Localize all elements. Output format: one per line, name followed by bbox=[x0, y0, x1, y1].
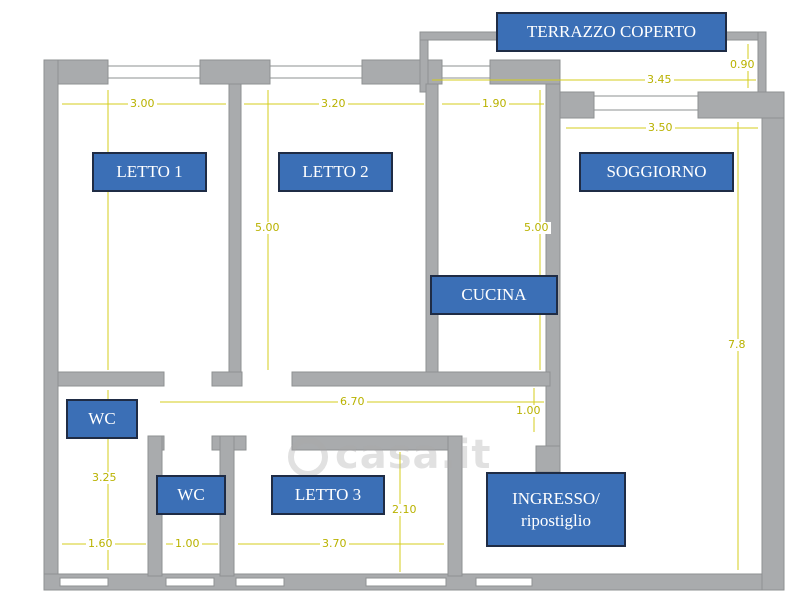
wall-top-mid bbox=[199, 59, 271, 85]
walls bbox=[43, 31, 785, 591]
dim-terrazzo-width: 3.45 bbox=[645, 73, 674, 86]
terrace-wall-right bbox=[757, 31, 767, 93]
wall-letto1-letto2 bbox=[228, 83, 242, 375]
window-letto3-a bbox=[235, 577, 285, 587]
wall-corridor-top-stub bbox=[211, 371, 243, 387]
room-label-letto1: LETTO 1 bbox=[92, 152, 207, 192]
window-letto2 bbox=[269, 65, 363, 79]
watermark-logo-icon bbox=[288, 437, 328, 477]
windows bbox=[59, 65, 699, 587]
wall-letto3-ingresso bbox=[447, 435, 463, 577]
dim-cucina-depth: 5.00 bbox=[522, 221, 551, 234]
room-label-ingresso-line2: ripostiglio bbox=[521, 510, 591, 530]
window-letto3-b bbox=[365, 577, 447, 587]
wall-step-right bbox=[697, 91, 785, 119]
wall-ingresso-stub bbox=[535, 445, 561, 473]
wall-cucina-soggiorno bbox=[545, 83, 561, 465]
dim-cucina-width: 1.90 bbox=[480, 97, 509, 110]
wall-top-right bbox=[361, 59, 443, 85]
room-label-letto2: LETTO 2 bbox=[278, 152, 393, 192]
window-wc2 bbox=[165, 577, 215, 587]
dim-soggiorno-width: 3.50 bbox=[646, 121, 675, 134]
dim-corridor-width: 1.00 bbox=[514, 404, 543, 417]
dim-letto3-depth: 2.10 bbox=[390, 503, 419, 516]
wall-corridor-top-right bbox=[291, 371, 551, 387]
window-letto1 bbox=[107, 65, 201, 79]
wall-corridor-top-left bbox=[57, 371, 165, 387]
wall-step-left bbox=[557, 91, 595, 119]
terrace-wall-top-left bbox=[419, 31, 501, 41]
watermark: casa.it bbox=[335, 432, 492, 478]
window-ingresso bbox=[475, 577, 533, 587]
dim-letto2-width: 3.20 bbox=[319, 97, 348, 110]
dim-letto2-depth: 5.00 bbox=[253, 221, 282, 234]
dim-terrazzo-depth: 0.90 bbox=[728, 58, 757, 71]
room-label-terrazzo: TERRAZZO COPERTO bbox=[496, 12, 727, 52]
dim-letto1-width: 3.00 bbox=[128, 97, 157, 110]
window-soggiorno bbox=[593, 95, 699, 111]
room-label-ingresso: INGRESSO/ ripostiglio bbox=[486, 472, 626, 547]
wall-letto2-cucina bbox=[425, 83, 439, 375]
room-label-soggiorno: SOGGIORNO bbox=[579, 152, 734, 192]
room-label-letto3: LETTO 3 bbox=[271, 475, 385, 515]
dim-wc1-width: 1.60 bbox=[86, 537, 115, 550]
dim-letto3-width: 3.70 bbox=[320, 537, 349, 550]
terrace-wall-left bbox=[419, 31, 429, 93]
room-label-cucina: CUCINA bbox=[430, 275, 558, 315]
room-label-ingresso-line1: INGRESSO/ bbox=[512, 488, 600, 508]
dim-corridor-length: 6.70 bbox=[338, 395, 367, 408]
dim-soggiorno-depth: 7.8 bbox=[726, 338, 748, 351]
dim-wc1-depth: 3.25 bbox=[90, 471, 119, 484]
room-label-wc1: WC bbox=[66, 399, 138, 439]
dim-wc2-width: 1.00 bbox=[173, 537, 202, 550]
window-wc1 bbox=[59, 577, 109, 587]
room-label-wc2: WC bbox=[156, 475, 226, 515]
wall-right bbox=[761, 91, 785, 591]
wall-left bbox=[43, 59, 59, 591]
window-cucina bbox=[441, 65, 491, 79]
